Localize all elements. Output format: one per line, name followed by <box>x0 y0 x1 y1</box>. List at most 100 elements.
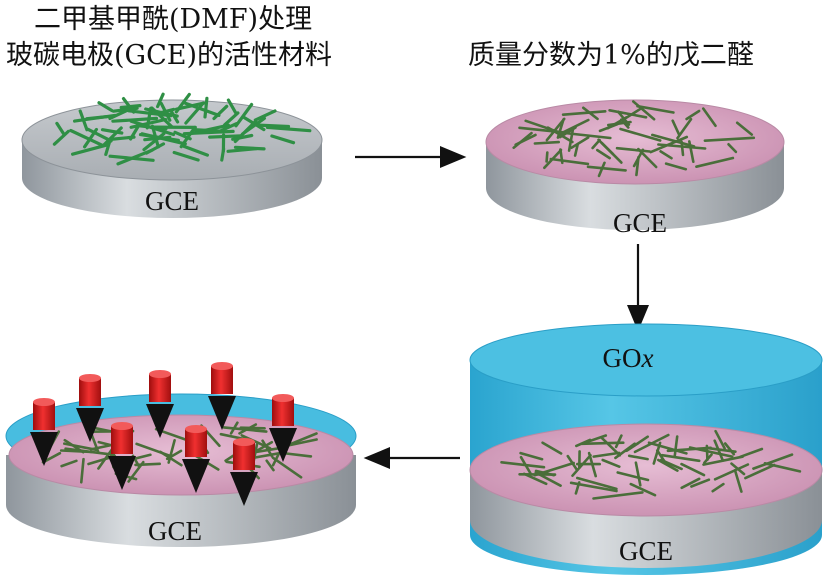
fiber <box>659 150 673 160</box>
probe-body <box>185 429 207 457</box>
fiber <box>680 477 701 490</box>
fiber <box>680 140 685 157</box>
fiber <box>142 132 166 152</box>
fiber <box>656 458 679 472</box>
fiber <box>253 109 277 122</box>
fiber <box>500 460 546 469</box>
fiber <box>231 133 254 141</box>
fiber <box>524 119 565 135</box>
fiber <box>270 134 296 145</box>
fiber <box>169 109 180 124</box>
electrode-label-2: GCE <box>613 208 667 238</box>
fiber <box>59 449 93 454</box>
fiber <box>135 442 173 458</box>
probe-cap <box>149 370 171 378</box>
fiber <box>184 101 205 125</box>
probe-cap <box>272 394 294 402</box>
fiber <box>586 165 627 172</box>
fiber <box>688 446 734 458</box>
fiber <box>549 157 590 166</box>
fiber <box>636 104 675 114</box>
fiber <box>223 111 240 127</box>
fiber <box>519 451 544 461</box>
fiber <box>701 107 717 128</box>
fiber <box>522 472 548 486</box>
fiber <box>256 123 291 129</box>
fiber <box>101 126 123 147</box>
probe-cap <box>79 374 101 382</box>
fiber <box>629 482 657 497</box>
fiber <box>173 130 192 141</box>
probe-cap <box>211 362 233 370</box>
fiber <box>608 109 648 119</box>
probe-cap <box>111 422 133 430</box>
fiber <box>208 134 243 139</box>
fiber <box>657 143 707 150</box>
fiber <box>723 442 736 456</box>
fiber <box>111 116 159 123</box>
black-arrowhead-icon <box>146 404 174 438</box>
fiber-network <box>512 100 756 178</box>
fiber <box>735 121 754 136</box>
fiber <box>659 458 683 471</box>
fiber <box>685 109 701 121</box>
red-probe-icon <box>269 394 297 462</box>
fiber <box>647 441 688 455</box>
fiber <box>86 127 113 143</box>
fiber <box>541 441 563 455</box>
fiber <box>287 432 318 447</box>
caption-top-right: 质量分数为1%的戊二醛 <box>468 40 754 71</box>
probe-body <box>111 426 133 454</box>
fiber <box>203 96 209 119</box>
probe-body <box>233 442 255 470</box>
fiber <box>167 438 176 464</box>
probe-body <box>79 378 101 406</box>
black-arrowhead-icon <box>30 432 58 466</box>
probe-body <box>272 398 294 426</box>
fiber <box>97 448 113 470</box>
red-probe-icon <box>108 422 136 490</box>
glutaraldehyde-film <box>8 414 354 496</box>
fiber <box>730 462 746 476</box>
fiber <box>519 455 533 476</box>
fiber <box>72 113 117 123</box>
fiber <box>625 107 642 119</box>
black-arrowhead-icon <box>230 472 258 506</box>
probe-cap <box>33 398 55 406</box>
red-probe-icon <box>30 398 58 466</box>
fiber <box>660 453 701 463</box>
fiber <box>635 155 640 177</box>
probe-cap <box>233 438 255 446</box>
fiber <box>606 116 628 130</box>
fiber <box>212 104 229 121</box>
fiber <box>627 454 649 461</box>
fiber <box>711 482 725 493</box>
fiber <box>239 426 266 430</box>
caption-top-left-line1: 二甲基甲酰(DMF)处理 <box>34 4 312 35</box>
red-probe-icon <box>76 374 104 442</box>
fiber <box>240 434 272 450</box>
fiber <box>561 110 607 116</box>
fiber <box>127 460 145 483</box>
black-arrowhead-icon <box>76 408 104 442</box>
fiber <box>558 131 612 140</box>
fiber <box>574 481 581 495</box>
fiber <box>89 444 112 451</box>
fiber <box>580 441 625 446</box>
fiber-network <box>500 429 802 500</box>
fiber <box>60 459 78 468</box>
fiber <box>219 122 238 133</box>
red-probe-icon <box>208 362 236 430</box>
fiber <box>108 135 136 141</box>
fiber <box>63 438 85 454</box>
fiber <box>265 459 275 472</box>
fiber <box>601 458 621 469</box>
fiber <box>739 447 764 459</box>
fiber <box>226 147 258 153</box>
black-arrowhead-icon <box>108 456 136 490</box>
red-probe-icon <box>146 370 174 438</box>
fiber <box>575 476 618 491</box>
black-arrowhead-icon <box>208 396 236 430</box>
probe-body <box>149 374 171 402</box>
